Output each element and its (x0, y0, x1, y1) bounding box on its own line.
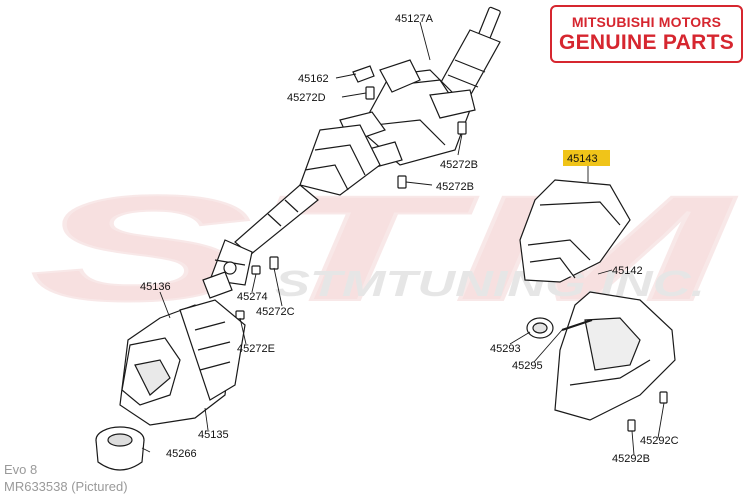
part-labels: 45127A 45162 45272D 45272B 45272B 45143 … (140, 13, 679, 465)
label-45272C: 45272C (256, 306, 295, 318)
watermark-big: STM (30, 164, 737, 332)
genuine-parts-badge: MITSUBISHI MOTORS GENUINE PARTS (550, 5, 743, 63)
badge-genuine: GENUINE PARTS (558, 31, 735, 54)
highlight-45143 (563, 150, 610, 166)
label-45127A: 45127A (395, 13, 434, 25)
leader-lines (141, 21, 665, 456)
column-boot-illustration (95, 299, 246, 471)
label-45272D: 45272D (287, 92, 326, 104)
label-45136: 45136 (140, 281, 171, 293)
label-45142: 45142 (612, 265, 643, 277)
label-45274: 45274 (237, 291, 268, 303)
label-45266: 45266 (166, 448, 197, 460)
footer-model: Evo 8 (4, 462, 38, 477)
steering-column-illustration (202, 6, 501, 320)
label-45272E: 45272E (237, 343, 275, 355)
label-45295: 45295 (512, 360, 543, 372)
label-45143: 45143 (567, 153, 598, 165)
label-45162: 45162 (298, 73, 329, 85)
label-45293: 45293 (490, 343, 521, 355)
label-45272B-lower: 45272B (436, 181, 474, 193)
stm-watermark: STM STMTUNING.INC. (29, 163, 738, 333)
badge-brand: MITSUBISHI MOTORS (571, 14, 722, 30)
label-45272B-upper: 45272B (440, 159, 478, 171)
watermark-tagline: STMTUNING.INC. (275, 263, 705, 304)
label-45135: 45135 (198, 429, 229, 441)
column-covers-illustration (519, 179, 676, 432)
label-45292C: 45292C (640, 435, 679, 447)
footer-part-number: MR633538 (Pictured) (4, 479, 128, 494)
label-45292B: 45292B (612, 453, 650, 465)
